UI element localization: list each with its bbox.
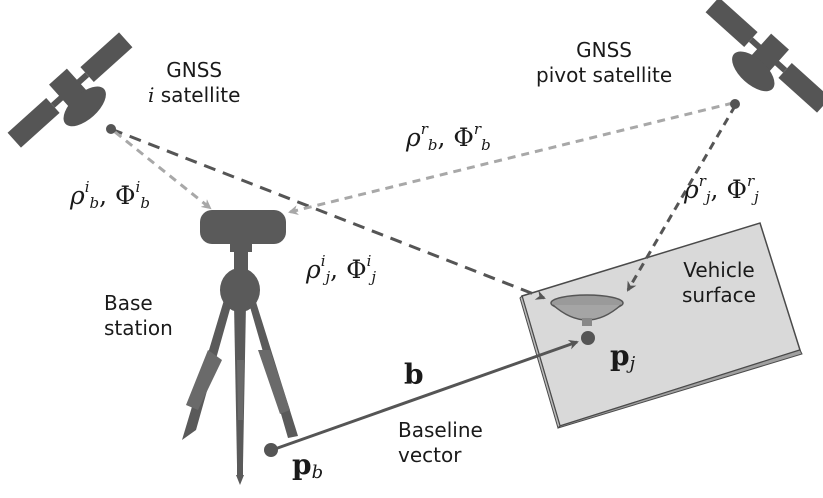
satellite-i-panel-left bbox=[7, 97, 60, 148]
base-antenna bbox=[200, 210, 286, 244]
base-station-label: Base station bbox=[104, 291, 173, 341]
vehicle-surface-bottom-edge bbox=[557, 349, 803, 429]
satellite-i-dish bbox=[63, 86, 106, 127]
satellite-pivot-label: GNSS pivot satellite bbox=[536, 38, 672, 88]
satellite-i-panel-right bbox=[80, 32, 133, 83]
baseline-vector-arrow bbox=[271, 339, 579, 452]
base-station-icon bbox=[182, 210, 298, 485]
vehicle-surface-label-line2: surface bbox=[682, 283, 756, 307]
point-pb bbox=[264, 443, 278, 457]
obs-label-j-i: ρij, Φij bbox=[306, 252, 377, 286]
obs-label-b-i: ρib, Φib bbox=[70, 178, 150, 212]
satellite-pivot-point bbox=[730, 99, 740, 109]
signal-pivot-to-base bbox=[288, 101, 734, 215]
satellite-i-label: GNSS i satellite bbox=[148, 58, 240, 108]
satellite-pivot-label-line1: GNSS bbox=[576, 38, 633, 62]
signal-i-to-vehicle bbox=[110, 127, 546, 300]
vehicle-surface-label: Vehicle surface bbox=[682, 258, 756, 308]
satellite-pivot-panel-left bbox=[705, 0, 758, 48]
obs-label-b-r: ρrb, Φrb bbox=[406, 120, 491, 154]
vehicle-receiver-icon bbox=[550, 294, 624, 326]
obs-label-j-r: ρrj, Φrj bbox=[684, 172, 759, 206]
base-station-label-line1: Base bbox=[104, 291, 153, 315]
point-pb-label: pb bbox=[292, 448, 324, 483]
signal-pivot-to-vehicle bbox=[626, 105, 737, 292]
satellite-pivot-panel-right bbox=[778, 62, 823, 113]
satellite-pivot-icon bbox=[705, 0, 823, 113]
satellite-pivot-dish bbox=[732, 51, 775, 92]
baseline-label-line1: Baseline bbox=[398, 418, 483, 442]
satellite-i-icon bbox=[7, 32, 133, 148]
point-pj bbox=[581, 331, 595, 345]
satellite-pivot-label-line2: pivot satellite bbox=[536, 63, 673, 87]
baseline-label-line2: vector bbox=[398, 443, 462, 467]
baseline-label: Baseline vector bbox=[398, 418, 483, 468]
satellite-i-point bbox=[106, 124, 116, 134]
baseline-symbol-b: b bbox=[404, 358, 424, 391]
base-station-label-line2: station bbox=[104, 316, 173, 340]
point-pj-label: pj bbox=[610, 339, 636, 374]
vehicle-surface-label-line1: Vehicle bbox=[683, 258, 755, 282]
vehicle-surface bbox=[519, 222, 803, 429]
satellite-i-label-line1: GNSS bbox=[166, 58, 223, 82]
signal-i-to-base bbox=[114, 130, 212, 210]
satellite-i-label-line2: i satellite bbox=[148, 83, 241, 107]
